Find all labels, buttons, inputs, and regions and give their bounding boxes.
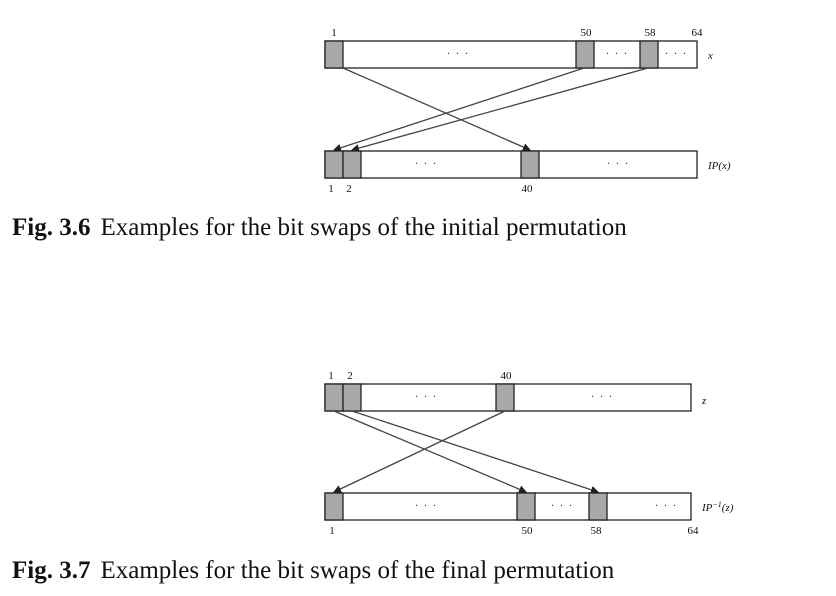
ellipsis: · · · <box>655 498 678 512</box>
register-name-superscript: −1 <box>712 500 721 509</box>
bit-cell-50 <box>516 492 536 521</box>
position-label-50: 50 <box>581 27 593 39</box>
caption-text: Examples for the bit swaps of the initia… <box>100 214 627 241</box>
position-label-50: 50 <box>522 525 534 537</box>
ellipsis: · · · <box>447 46 470 60</box>
arrow-bit-58-to-2 <box>351 67 649 152</box>
ellipsis: · · · <box>415 498 438 512</box>
position-label-1: 1 <box>328 370 334 382</box>
ellipsis: · · · <box>551 498 574 512</box>
position-label-40: 40 <box>522 183 534 195</box>
register-name-argument: (z) <box>722 502 734 514</box>
register-name-ip-x: IP(x) <box>707 160 731 172</box>
swap-arrows <box>333 410 599 494</box>
register-x: · · · · · · · · · 1 50 58 64 x <box>324 27 713 69</box>
bit-cell-50 <box>575 40 595 69</box>
position-label-58: 58 <box>645 27 657 39</box>
figure-3-6: · · · · · · · · · 1 50 58 64 x · · · · ·… <box>324 27 731 195</box>
figure-number: Fig. 3.6 <box>12 214 91 241</box>
position-label-1: 1 <box>331 27 337 39</box>
position-label-40: 40 <box>501 370 513 382</box>
ellipsis: · · · <box>415 156 438 170</box>
bit-cell-40 <box>495 383 515 412</box>
bit-cell-58 <box>639 40 659 69</box>
swap-arrows <box>333 67 649 152</box>
figure-caption: Fig. 3.7 Examples for the bit swaps of th… <box>12 557 614 585</box>
figure-caption: Fig. 3.6 Examples for the bit swaps of th… <box>12 214 627 242</box>
register-ip-inverse-z: · · · · · · · · · 1 50 58 64 IP−1(z) <box>324 492 734 537</box>
figure-number: Fig. 3.7 <box>12 557 91 584</box>
register-ip-x: · · · · · · 1 2 40 IP(x) <box>324 150 731 195</box>
position-label-1: 1 <box>329 525 335 537</box>
position-label-2: 2 <box>347 370 353 382</box>
ellipsis: · · · <box>415 389 438 403</box>
position-label-64: 64 <box>688 525 700 537</box>
bit-cell-1 <box>324 40 344 69</box>
bit-cell-1 <box>324 492 344 521</box>
arrow-bit-50-to-1 <box>333 67 585 152</box>
bit-cell-1 <box>324 150 344 179</box>
arrow-bit-40-to-1 <box>333 410 506 493</box>
figure-3-7: · · · · · · 1 2 40 z · · · · · · · · · 1… <box>324 370 734 537</box>
ellipsis: · · · <box>606 46 629 60</box>
arrow-bit-2-to-58 <box>351 410 599 494</box>
arrow-bit-1-to-50 <box>333 410 527 493</box>
ellipsis: · · · <box>607 156 630 170</box>
register-ip-x-frame <box>324 150 698 179</box>
register-name-z: z <box>701 395 707 407</box>
ellipsis: · · · <box>591 389 614 403</box>
register-ip-inverse-z-frame <box>324 492 692 521</box>
position-label-1: 1 <box>328 183 334 195</box>
bit-cell-2 <box>342 383 362 412</box>
bit-cell-2 <box>342 150 362 179</box>
register-z: · · · · · · 1 2 40 z <box>324 370 707 412</box>
bit-cell-1 <box>324 383 344 412</box>
position-label-64: 64 <box>692 27 704 39</box>
register-name-base: IP <box>701 502 713 514</box>
bit-cell-40 <box>520 150 540 179</box>
caption-text: Examples for the bit swaps of the final … <box>100 557 615 584</box>
position-label-2: 2 <box>346 183 352 195</box>
register-name-x: x <box>707 50 713 62</box>
bit-cell-58 <box>588 492 608 521</box>
register-name-ip-inverse-z: IP−1(z) <box>701 500 734 514</box>
ellipsis: · · · <box>665 46 688 60</box>
position-label-58: 58 <box>591 525 603 537</box>
arrow-bit-1-to-40 <box>342 67 531 151</box>
